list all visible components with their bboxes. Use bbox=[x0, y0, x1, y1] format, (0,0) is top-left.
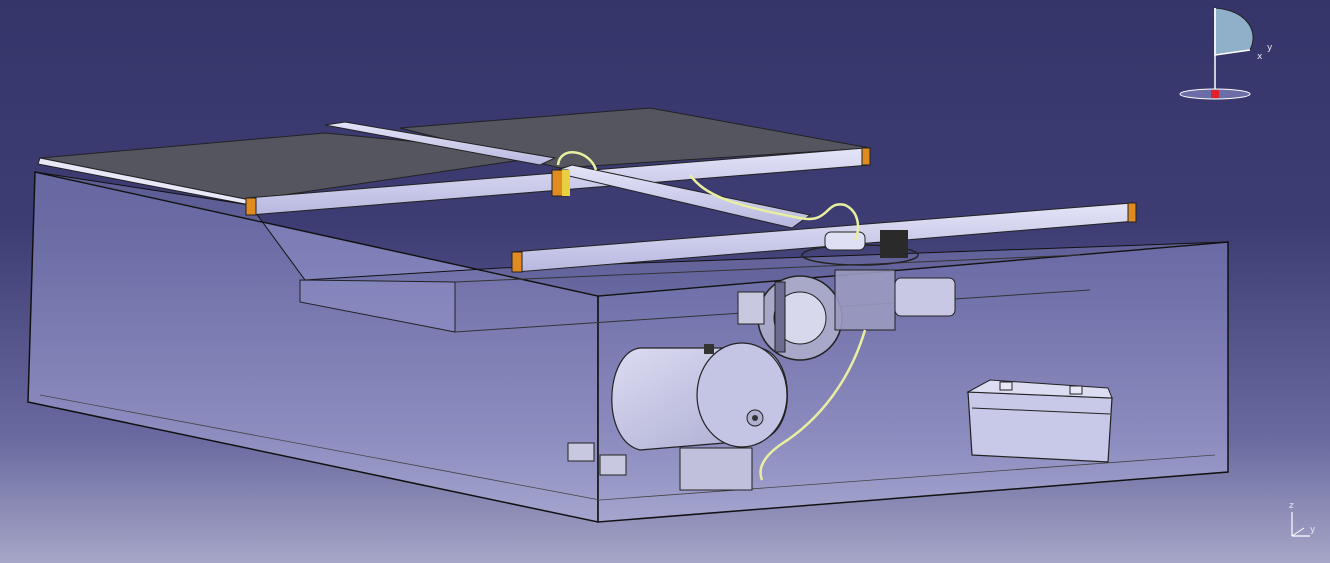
cable-top[interactable] bbox=[556, 151, 598, 171]
beam-cross[interactable] bbox=[550, 164, 812, 229]
cable-down[interactable] bbox=[759, 329, 867, 481]
triad-label-y: y bbox=[1310, 525, 1316, 535]
compass-icon bbox=[1179, 7, 1254, 100]
compass-widget[interactable]: x y bbox=[1175, 0, 1272, 110]
cable-cross[interactable] bbox=[689, 174, 860, 241]
slider-bar[interactable] bbox=[324, 121, 557, 166]
air-tank[interactable] bbox=[611, 342, 788, 491]
beam-cross-cap-band bbox=[562, 170, 570, 196]
pump-assembly[interactable] bbox=[737, 230, 956, 361]
axis-triad: z y bbox=[1280, 498, 1326, 544]
floor-edge-2 bbox=[599, 454, 1216, 501]
beam-front-cap bbox=[511, 251, 523, 273]
compass-label-x: x bbox=[1257, 52, 1263, 62]
beam-rear-cap-end bbox=[861, 147, 871, 166]
compass-label-y: y bbox=[1267, 43, 1273, 53]
triad-label-z: z bbox=[1289, 501, 1294, 511]
beam-front-cap-end bbox=[1127, 202, 1137, 223]
mount-bracket-1[interactable] bbox=[567, 442, 595, 462]
mount-bracket-2[interactable] bbox=[599, 454, 627, 476]
housing-left-side[interactable] bbox=[27, 171, 599, 523]
beam-rear-cap bbox=[245, 197, 257, 216]
tray-edge bbox=[454, 254, 1081, 283]
compass-marker bbox=[1211, 90, 1219, 98]
floor-edge bbox=[39, 394, 601, 501]
battery[interactable] bbox=[966, 379, 1113, 463]
axis-triad-icon bbox=[1291, 512, 1310, 537]
